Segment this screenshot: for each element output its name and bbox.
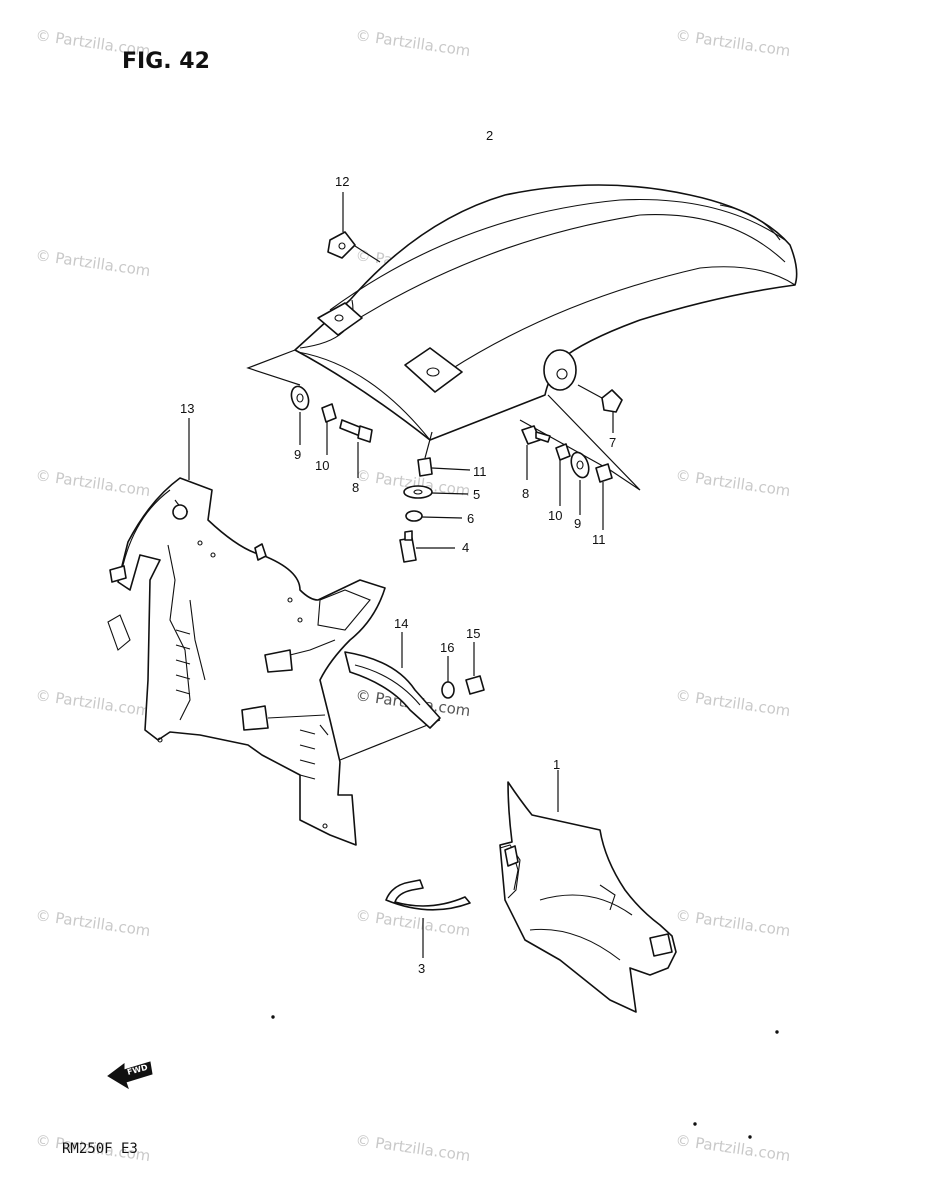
callout-label: 12 (335, 174, 349, 189)
side-cover-1 (499, 770, 677, 1013)
callout-label: 8 (352, 480, 359, 495)
callout-label: 1 (553, 757, 560, 772)
bracket-14 (344, 632, 441, 729)
callout-label: 10 (315, 458, 329, 473)
stray-dot (775, 1030, 779, 1034)
rear-fender (294, 184, 798, 441)
callout-label: 9 (294, 447, 301, 462)
figure-title: FIG. 42 (122, 49, 210, 74)
callout-label: 6 (467, 511, 474, 526)
watermark: © Partzilla.com (34, 686, 151, 720)
watermark: © Partzilla.com (674, 906, 791, 940)
watermark: © Partzilla.com (674, 26, 791, 60)
clip-3 (385, 879, 471, 958)
watermark: © Partzilla.com (354, 1131, 471, 1165)
callout-label: 11 (592, 532, 606, 547)
callout-label: 5 (473, 487, 480, 502)
watermark: © Partzilla.com (34, 246, 151, 280)
callout-label: 8 (522, 486, 529, 501)
watermark: © Partzilla.com (354, 906, 471, 940)
callout-label: 9 (574, 516, 581, 531)
watermark: © Partzilla.com (674, 466, 791, 500)
watermark: © Partzilla.com (674, 1131, 791, 1165)
hardware-left (290, 192, 471, 563)
hardware-right (521, 384, 623, 530)
stray-dot (693, 1122, 697, 1126)
model-code: RM250F E3 (62, 1141, 138, 1157)
stray-dot (748, 1135, 752, 1139)
forward-arrow-icon: FWD (107, 1061, 153, 1090)
callout-label: 7 (609, 435, 616, 450)
callout-label: 11 (473, 464, 487, 479)
watermark: © Partzilla.com (674, 686, 791, 720)
callout-label: 2 (486, 128, 493, 143)
stray-dot (271, 1015, 275, 1019)
callout-label: 16 (440, 640, 454, 655)
callout-label: 13 (180, 401, 194, 416)
callout-label: 10 (548, 508, 562, 523)
callout-label: 15 (466, 626, 480, 641)
callout-labels: 1 2 3 4 5 6 7 8 8 9 9 10 10 11 11 12 13 … (180, 128, 616, 976)
callout-label: 3 (418, 961, 425, 976)
watermark: © Partzilla.com (34, 466, 151, 500)
watermark: © Partzilla.com (354, 26, 471, 60)
callout-label: 14 (394, 616, 408, 631)
bolt-15-washer-16 (441, 642, 485, 699)
watermark: © Partzilla.com (34, 906, 151, 940)
side-cover-13 (107, 418, 441, 846)
callout-label: 4 (462, 540, 469, 555)
